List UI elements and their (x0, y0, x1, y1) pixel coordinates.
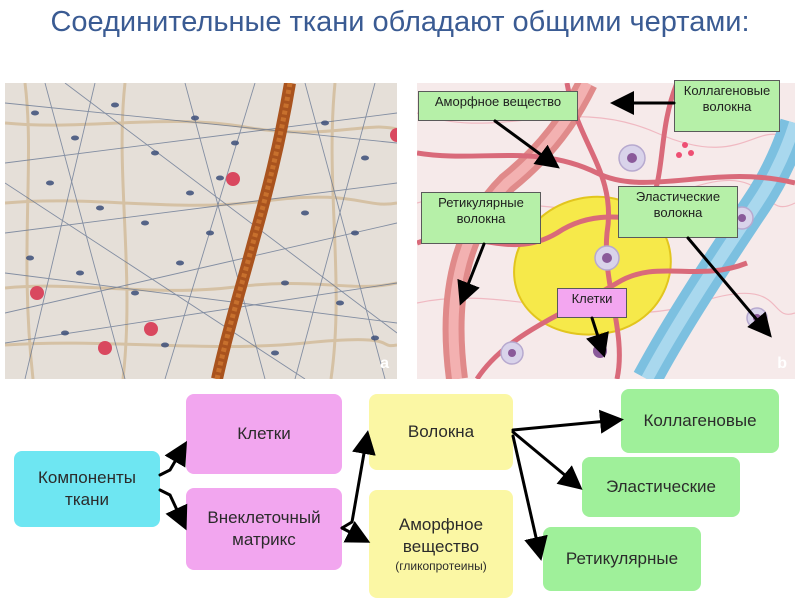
label-amorphous-substance: Аморфное вещество (418, 91, 578, 121)
node-reticular-text: Ретикулярные (566, 548, 678, 570)
arrow-root-to-matrix (160, 490, 184, 525)
node-tissue-components-text: Компоненты ткани (20, 467, 154, 511)
label-collagen-fibers: Коллагеновые волокна (674, 80, 780, 132)
label-cells: Клетки (557, 288, 627, 318)
arrow-fibers-to-reticular (513, 436, 540, 555)
node-elastic: Эластические (582, 457, 740, 517)
node-extracellular-matrix-text: Внеклеточный матрикс (192, 507, 336, 551)
arrow-matrix-to-amorphous (342, 528, 365, 540)
panel-letter-a: a (380, 355, 389, 373)
arrow-matrix-to-fibers (342, 436, 367, 528)
node-reticular: Ретикулярные (543, 527, 701, 591)
label-reticular-fibers: Ретикулярные волокна (421, 192, 541, 244)
page-title: Соединительные ткани обладают общими чер… (0, 4, 800, 41)
node-fibers: Волокна (369, 394, 513, 470)
node-extracellular-matrix: Внеклеточный матрикс (186, 488, 342, 570)
node-collagen: Коллагеновые (621, 389, 779, 453)
panel-letter-b: b (777, 355, 787, 373)
arrow-fibers-to-collagen (513, 420, 618, 430)
node-elastic-text: Эластические (606, 476, 716, 498)
label-elastic-fibers: Эластические волокна (618, 186, 738, 238)
node-amorphous-substance-text: Аморфное вещество (375, 514, 507, 558)
node-fibers-text: Волокна (408, 421, 474, 443)
node-amorphous-substance-subtext: (гликопротеины) (395, 558, 486, 574)
node-tissue-components: Компоненты ткани (14, 451, 160, 527)
arrow-fibers-to-elastic (513, 432, 578, 486)
node-cells: Клетки (186, 394, 342, 474)
node-cells-text: Клетки (237, 423, 290, 445)
arrow-root-to-cells (160, 446, 184, 475)
node-amorphous-substance: Аморфное вещество (гликопротеины) (369, 490, 513, 598)
micrograph-image: a (5, 83, 397, 379)
node-collagen-text: Коллагеновые (643, 410, 756, 432)
